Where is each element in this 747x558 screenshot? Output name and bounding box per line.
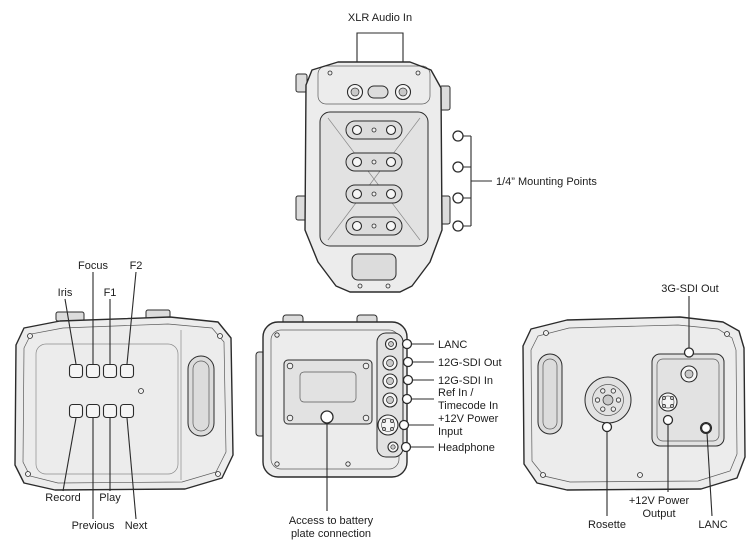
mounting-points-bracket [462,135,492,227]
left-side-view: Iris Focus F1 F2 Record Play Previous [14,260,234,532]
power-input-callout: +12V Power Input [398,413,499,438]
iris-callout: Iris [58,287,77,365]
right-side-view: 3G-SDI Out +12V Power Output Rosette LAN… [522,283,746,531]
lanc-callout: LANC [401,338,467,351]
xlr-audio-in-label: XLR Audio In [348,12,412,24]
focus-callout: Focus [78,260,108,364]
side-connector-panel [651,353,725,447]
top-rail-slots [345,120,403,236]
vent-slot [367,85,389,99]
mounting-points-label: 1/4” Mounting Points [496,176,597,188]
next-button [119,403,135,419]
play-button [102,403,118,419]
next-callout: Next [125,417,148,532]
mounting-point-marker [452,192,464,204]
f1-label: F1 [104,287,117,299]
battery-access-label-line2: plate connection [291,528,371,540]
previous-callout: Previous [72,418,115,532]
power-input-label-line2: Input [438,426,462,438]
ref-timecode-label-line2: Timecode In [438,400,498,412]
camera-body-left [14,316,234,491]
ref-timecode-callout: Ref In / Timecode In [401,387,498,412]
next-label: Next [125,520,148,532]
battery-access-callout: Access to battery plate connection [289,410,374,540]
record-label: Record [45,492,80,504]
top-view: XLR Audio In [295,12,597,293]
mounting-points-callout: 1/4” Mounting Points [452,130,597,232]
sdi-in-callout: 12G-SDI In [402,374,493,387]
f1-callout: F1 [104,287,117,364]
headphone-callout: Headphone [400,441,495,454]
f1-button [102,363,118,379]
record-callout: Record [45,417,81,504]
lanc-label: LANC [438,339,467,351]
camera-body-right [522,316,746,491]
headphone-label: Headphone [438,442,495,454]
sdi-out-label: 12G-SDI Out [438,357,502,369]
lanc-callout-right: LANC [698,422,728,531]
ref-timecode-label-line1: Ref In / [438,387,474,399]
mounting-point-marker [452,161,464,173]
previous-button [85,403,101,419]
sdi-out-callout: 12G-SDI Out [402,356,502,369]
rear-connector-strip [376,332,404,458]
focus-button [85,363,101,379]
previous-label: Previous [72,520,115,532]
power-input-port [377,414,399,436]
iris-button [68,363,84,379]
sdi-in-label: 12G-SDI In [438,375,493,387]
camera-body-rear [262,321,408,478]
rosette-label: Rosette [588,519,626,531]
f2-button [119,363,135,379]
power-output-label-line1: +12V Power [629,495,690,507]
lanc-label: LANC [698,519,727,531]
rear-view: LANC 12G-SDI Out 12G-SDI In Ref In / Tim… [255,314,502,540]
battery-plate [283,359,373,425]
power-output-callout: +12V Power Output [629,414,690,520]
mounting-point-marker [452,130,464,142]
rosette-callout: Rosette [588,421,626,531]
mounting-point-marker [452,220,464,232]
rosette [584,376,632,424]
focus-label: Focus [78,260,108,272]
camera-body-top [304,61,443,293]
battery-access-label-line1: Access to battery [289,515,374,527]
iris-label: Iris [58,287,73,299]
sdi-out-label: 3G-SDI Out [661,283,718,295]
sdi-out-callout-right: 3G-SDI Out [661,283,719,358]
xlr-ports [346,83,412,101]
control-buttons [68,363,144,419]
xlr-leader-line [356,32,404,85]
power-input-label-line1: +12V Power [438,413,499,425]
record-button [68,403,84,419]
f2-callout: F2 [126,260,143,365]
xlr-audio-in-callout: XLR Audio In [348,12,412,85]
play-callout: Play [99,418,121,504]
f2-label: F2 [130,260,143,272]
play-label: Play [99,492,121,504]
power-output-label-line2: Output [642,508,675,520]
